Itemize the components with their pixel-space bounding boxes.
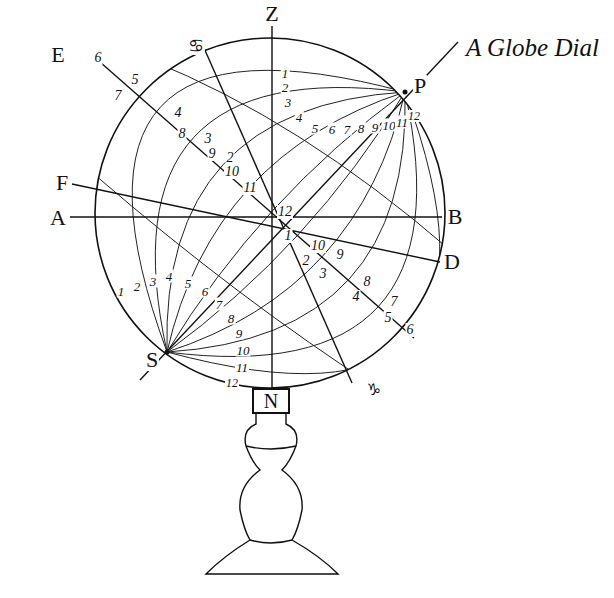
hour-number: 3	[149, 275, 158, 288]
hour-number: 12	[277, 205, 293, 219]
hour-number: 1	[284, 229, 293, 243]
hour-number: 5	[384, 311, 393, 325]
hour-circle	[167, 92, 417, 357]
hour-number: 8	[227, 312, 236, 325]
hour-number: 4	[352, 290, 361, 304]
title: A Globe Dial	[466, 34, 599, 62]
hour-number: 9	[336, 248, 345, 262]
hour-number: 4	[174, 106, 183, 120]
hour-number: 10	[236, 344, 251, 357]
hour-number: 7	[390, 295, 399, 309]
point-letter: F	[55, 172, 69, 194]
hour-number: 8	[363, 275, 372, 289]
hour-number: 6	[406, 323, 415, 337]
hour-number: 2	[226, 151, 235, 165]
hour-number: 12	[225, 377, 239, 389]
hour-number: 8	[178, 127, 187, 141]
hour-circle	[132, 70, 405, 352]
hour-number: 7	[343, 123, 352, 136]
hour-number: 4	[165, 270, 174, 283]
point-letter: S	[145, 349, 159, 371]
hour-number: 6	[201, 285, 210, 298]
hour-number: 5	[311, 122, 320, 135]
hour-number: 6	[94, 51, 103, 65]
hour-number: 3	[319, 267, 328, 281]
hour-number: 7	[114, 89, 123, 103]
hour-number: 2	[133, 280, 142, 293]
hour-number: 5	[184, 277, 193, 290]
hour-number: 10	[310, 239, 326, 253]
hour-number: 7	[215, 298, 224, 311]
point-letter: Z	[264, 3, 279, 25]
hour-number: 11	[243, 181, 258, 195]
pedestal-cap: N	[252, 388, 290, 414]
hour-number: 1	[117, 285, 126, 298]
hour-number: 5	[131, 73, 140, 87]
point-letter: P	[413, 75, 427, 97]
hour-number: 2	[281, 81, 290, 94]
hour-number: 9	[371, 121, 380, 134]
point-letter: D	[443, 251, 461, 273]
point-letter: B	[447, 206, 464, 228]
point-letter: N	[264, 391, 278, 411]
point-letter: E	[50, 44, 65, 66]
hour-number: 12	[407, 110, 421, 122]
hour-number: 9	[235, 327, 244, 340]
hour-number: 1	[281, 67, 290, 80]
zodiac-sign: ♋	[187, 37, 205, 55]
hour-number: 11	[235, 361, 249, 374]
hour-number: 3	[284, 96, 293, 109]
hour-number: 8	[357, 122, 366, 135]
point-letter: A	[49, 207, 67, 229]
hour-number: 4	[295, 111, 304, 124]
hour-number: 9	[208, 147, 217, 161]
hour-number: 10	[224, 165, 240, 179]
hour-number: 2	[302, 254, 311, 268]
hour-number: 6	[328, 123, 337, 136]
hour-number: 3	[204, 132, 213, 146]
zodiac-sign: ♑	[366, 382, 382, 398]
